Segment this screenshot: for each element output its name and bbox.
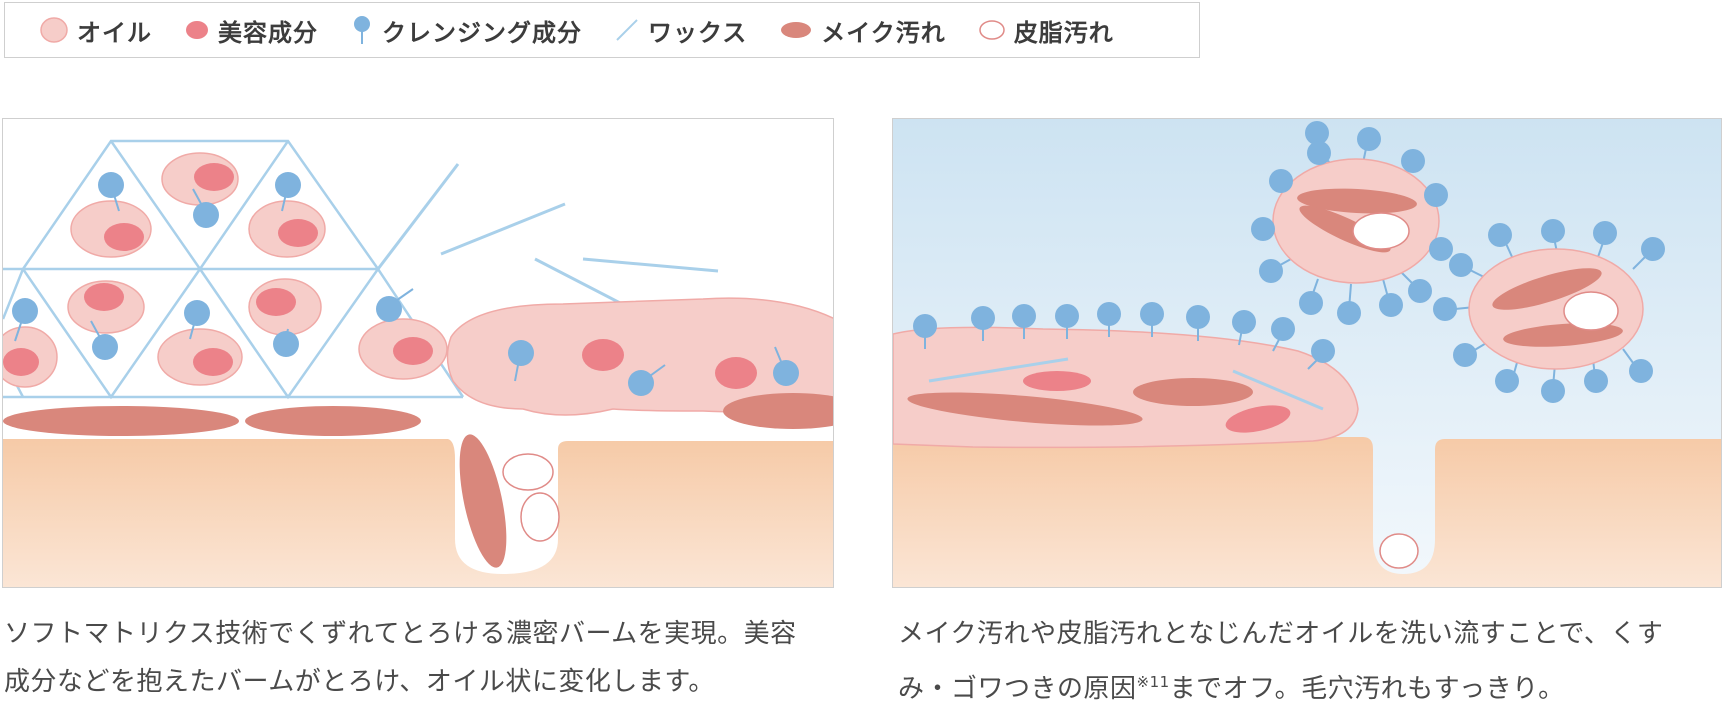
legend-label-cleansing: クレンジング成分 [382,18,582,47]
skin-layer-right [893,437,1721,587]
sebum-dirt-pore-right [1379,533,1419,569]
footnote-marker: ※11 [1136,673,1170,691]
left-panel-illustration [2,118,834,588]
wax-strands [376,163,719,321]
legend-item-beauty: 美容成分 [184,13,318,48]
legend-label-oil: オイル [77,18,152,47]
legend-label-beauty: 美容成分 [218,18,318,47]
makeup-dirt-blob [907,378,1253,426]
beauty-ingredients-blob [1023,371,1291,433]
legend-item-sebum: 皮脂汚れ [978,13,1114,48]
legend-item-oil: オイル [39,13,152,48]
wax-icon [616,19,638,41]
right-caption: メイク汚れや皮脂汚れとなじんだオイルを洗い流すことで、くす み・ゴワつきの原因※… [898,606,1720,717]
makeup-dirt-pore [459,434,507,568]
legend-item-makeup: メイク汚れ [779,13,946,48]
sebum-dirt-pore [502,453,560,542]
legend-label-makeup: メイク汚れ [821,18,946,47]
right-caption-line-2b: までオフ。毛穴汚れもすっきり。 [1169,674,1565,704]
wax-lattice [3,139,465,400]
lifted-dirt-droplet-1 [1251,121,1453,325]
left-caption-line-1: ソフトマトリクス技術でくずれてとろける濃密バームを実現。美容 [4,619,797,649]
lifted-dirt-droplet-2 [1433,219,1665,403]
left-caption: ソフトマトリクス技術でくずれてとろける濃密バームを実現。美容 成分などを抱えたバ… [4,606,834,710]
beauty-ingredients [3,163,433,376]
cleansing-ingredients [12,172,414,360]
legend-item-wax: ワックス [614,13,747,48]
legend: オイル 美容成分 クレンジング成分 ワックス メイク汚れ 皮脂汚れ [4,2,1200,58]
makeup-dirt-icon [781,22,812,38]
legend-label-sebum: 皮脂汚れ [1013,18,1114,47]
sebum-dirt-icon [979,20,1005,40]
makeup-dirt-balm [723,393,833,429]
skin-layer [3,439,833,587]
oil-icon [40,17,68,43]
legend-label-wax: ワックス [648,18,748,47]
cleansing-ingredients-balm [508,340,799,396]
cleansing-ingredients-blob [913,302,1335,370]
cleansing-ingredient-icon [354,16,370,44]
right-caption-line-1: メイク汚れや皮脂汚れとなじんだオイルを洗い流すことで、くす [898,619,1664,649]
left-caption-line-2: 成分などを抱えたバームがとろけ、オイル状に変化します。 [4,667,715,697]
right-caption-line-2a: み・ゴワつきの原因 [898,674,1137,704]
wax-strands-right [928,357,1324,411]
legend-item-cleansing: クレンジング成分 [350,13,582,48]
right-caption-line-2: み・ゴワつきの原因※11までオフ。毛穴汚れもすっきり。 [898,654,1720,717]
beauty-ingredient-icon [186,21,208,39]
right-panel-illustration [892,118,1722,588]
makeup-dirt-left [3,406,421,436]
beauty-ingredients-balm [582,339,757,389]
